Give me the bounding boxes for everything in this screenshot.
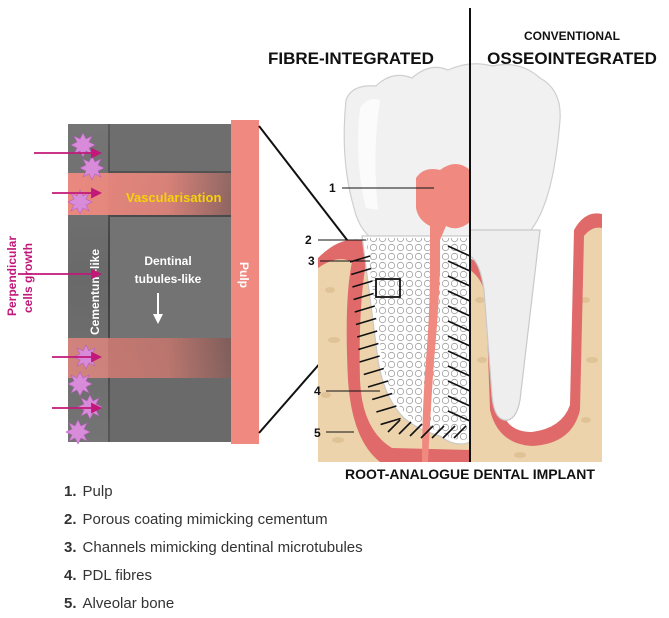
sem-block-bottom: [110, 378, 232, 442]
pulp-bar-label: Pulp: [237, 262, 251, 288]
root-analogue-title: ROOT-ANALOGUE DENTAL IMPLANT: [345, 466, 595, 482]
dentinal-label-line1: Dentinal: [144, 254, 191, 268]
legend-text: PDL fibres: [83, 567, 152, 584]
osseointegrated-title: OSSEOINTEGRATED: [487, 49, 657, 68]
legend-text: Porous coating mimicking cementum: [83, 511, 328, 528]
marker-2: 2: [305, 233, 312, 247]
perpendicular-label-line1: Perpendicular: [5, 236, 19, 316]
legend-item: 1. Pulp: [64, 478, 363, 506]
dentinal-label-line2: tubules-like: [135, 272, 202, 286]
legend-text: Channels mimicking dentinal microtubules: [83, 539, 363, 556]
conventional-title: CONVENTIONAL: [524, 29, 620, 43]
legend-text: Alveolar bone: [83, 595, 175, 612]
perpendicular-label-line2: cells growth: [21, 243, 35, 313]
legend-item: 4. PDL fibres: [64, 562, 363, 590]
legend-number: 1.: [64, 483, 77, 500]
legend-number: 2.: [64, 511, 77, 528]
marker-3: 3: [308, 254, 315, 268]
tooth-illustration: [318, 64, 602, 462]
legend-item: 2. Porous coating mimicking cementum: [64, 506, 363, 534]
fibre-integrated-title: FIBRE-INTEGRATED: [268, 49, 434, 68]
legend-number: 5.: [64, 595, 77, 612]
marker-5: 5: [314, 426, 321, 440]
legend-item: 3. Channels mimicking dentinal microtubul…: [64, 534, 363, 562]
sem-inset-panel: Vascularisation Dentinal tubules-like Ce…: [66, 120, 259, 444]
marker-1: 1: [329, 181, 336, 195]
legend-number: 3.: [64, 539, 77, 556]
cementum-like-label: Cementum-like: [88, 249, 102, 335]
sem-block-top: [110, 124, 232, 171]
legend-number: 4.: [64, 567, 77, 584]
legend: 1. Pulp 2. Porous coating mimicking cementu…: [64, 478, 363, 618]
legend-text: Pulp: [83, 483, 113, 500]
vascularisation-label: Vascularisation: [126, 190, 221, 205]
marker-4: 4: [314, 384, 321, 398]
legend-item: 5. Alveolar bone: [64, 590, 363, 618]
